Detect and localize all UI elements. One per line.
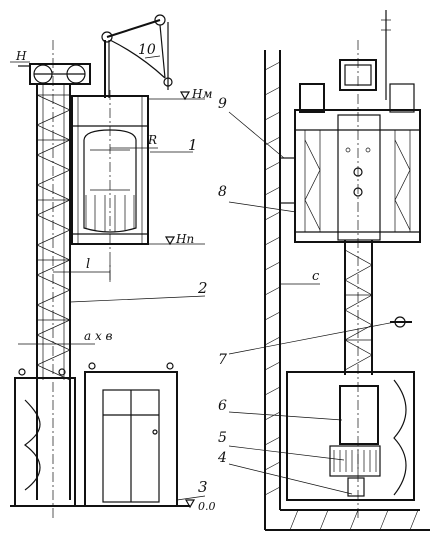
dim-l: l — [86, 257, 90, 272]
label-6: 6 — [218, 398, 227, 414]
dim-r: R — [147, 133, 157, 147]
label-4: 4 — [217, 450, 227, 466]
label-7: 7 — [218, 352, 227, 368]
base-enclosure — [14, 362, 178, 507]
cage-platform — [279, 10, 421, 243]
lattice-mast — [36, 84, 71, 500]
jib-crane — [101, 14, 173, 98]
platform-with-car — [71, 90, 149, 280]
right-mast — [344, 240, 373, 375]
dim-c: c — [312, 269, 320, 284]
left-view-hoist — [10, 14, 206, 520]
winch-drum — [18, 63, 91, 85]
label-10: 10 — [138, 42, 156, 58]
label-8: 8 — [218, 184, 227, 200]
base-drive — [286, 316, 415, 501]
level-zero: 0.0 — [198, 500, 216, 513]
label-2: 2 — [197, 279, 208, 297]
label-3: 3 — [198, 478, 208, 496]
level-hm: Hм — [191, 87, 212, 101]
building-wall — [264, 50, 281, 530]
label-5: 5 — [218, 430, 227, 446]
level-hn: Hп — [175, 232, 194, 246]
dim-axb: a x в — [84, 329, 113, 343]
level-h: H — [15, 49, 27, 63]
label-1: 1 — [188, 136, 198, 154]
right-view-hoist — [228, 10, 430, 531]
label-9: 9 — [218, 96, 227, 112]
